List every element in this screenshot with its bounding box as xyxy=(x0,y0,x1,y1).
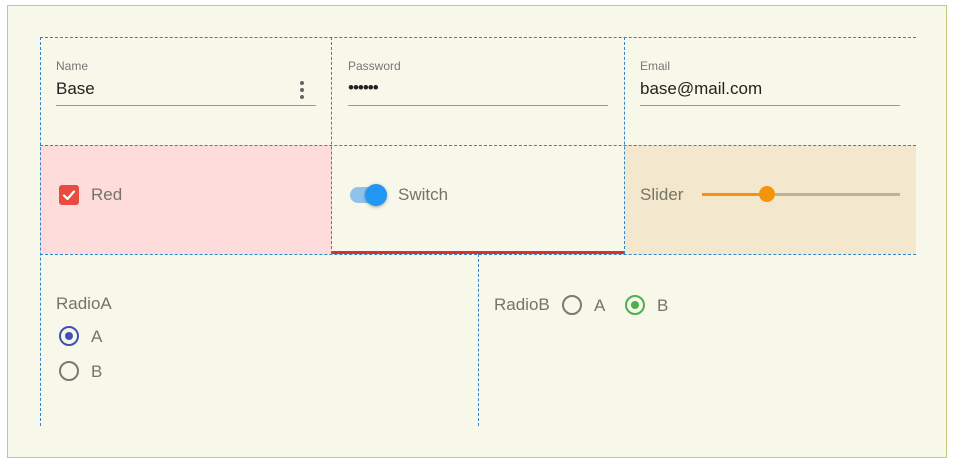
slider-thumb[interactable] xyxy=(759,186,775,202)
radio-b-option-b[interactable] xyxy=(625,295,645,315)
radio-b-option-b-label: B xyxy=(657,296,669,315)
check-icon xyxy=(62,190,76,201)
radio-a-option-b-label: B xyxy=(91,362,103,381)
grid-line xyxy=(40,37,916,38)
name-label: Name xyxy=(56,59,89,73)
name-input[interactable]: Base xyxy=(56,79,95,98)
slider-track[interactable] xyxy=(702,193,900,196)
checkbox-label: Red xyxy=(91,185,123,204)
grid-line xyxy=(331,37,332,254)
radio-group-b-label: RadioB xyxy=(494,295,550,314)
checkbox-cell xyxy=(40,145,332,254)
password-label: Password xyxy=(348,59,401,73)
slider-label: Slider xyxy=(640,185,684,204)
switch-label: Switch xyxy=(398,185,449,204)
email-label: Email xyxy=(640,59,671,73)
radio-group-a-label: RadioA xyxy=(56,294,112,313)
grid-line xyxy=(40,145,916,146)
radio-b-option-a-label: A xyxy=(594,296,606,315)
slider-fill xyxy=(702,193,768,196)
switch-cell-underline xyxy=(332,251,625,254)
email-input[interactable]: base@mail.com xyxy=(640,79,763,98)
password-input[interactable]: •••••• xyxy=(348,78,379,97)
red-checkbox[interactable] xyxy=(59,185,79,205)
radio-b-option-a[interactable] xyxy=(562,295,582,315)
name-underline xyxy=(56,105,316,106)
radio-a-option-b[interactable] xyxy=(59,361,79,381)
grid-line xyxy=(624,37,625,254)
switch-thumb[interactable] xyxy=(365,184,387,206)
password-underline xyxy=(348,105,608,106)
radio-a-option-a[interactable] xyxy=(59,326,79,346)
radio-a-option-a-label: A xyxy=(91,327,103,346)
grid-line xyxy=(40,37,41,426)
more-vert-icon[interactable] xyxy=(300,81,304,102)
grid-line xyxy=(478,254,479,426)
email-underline xyxy=(640,105,900,106)
